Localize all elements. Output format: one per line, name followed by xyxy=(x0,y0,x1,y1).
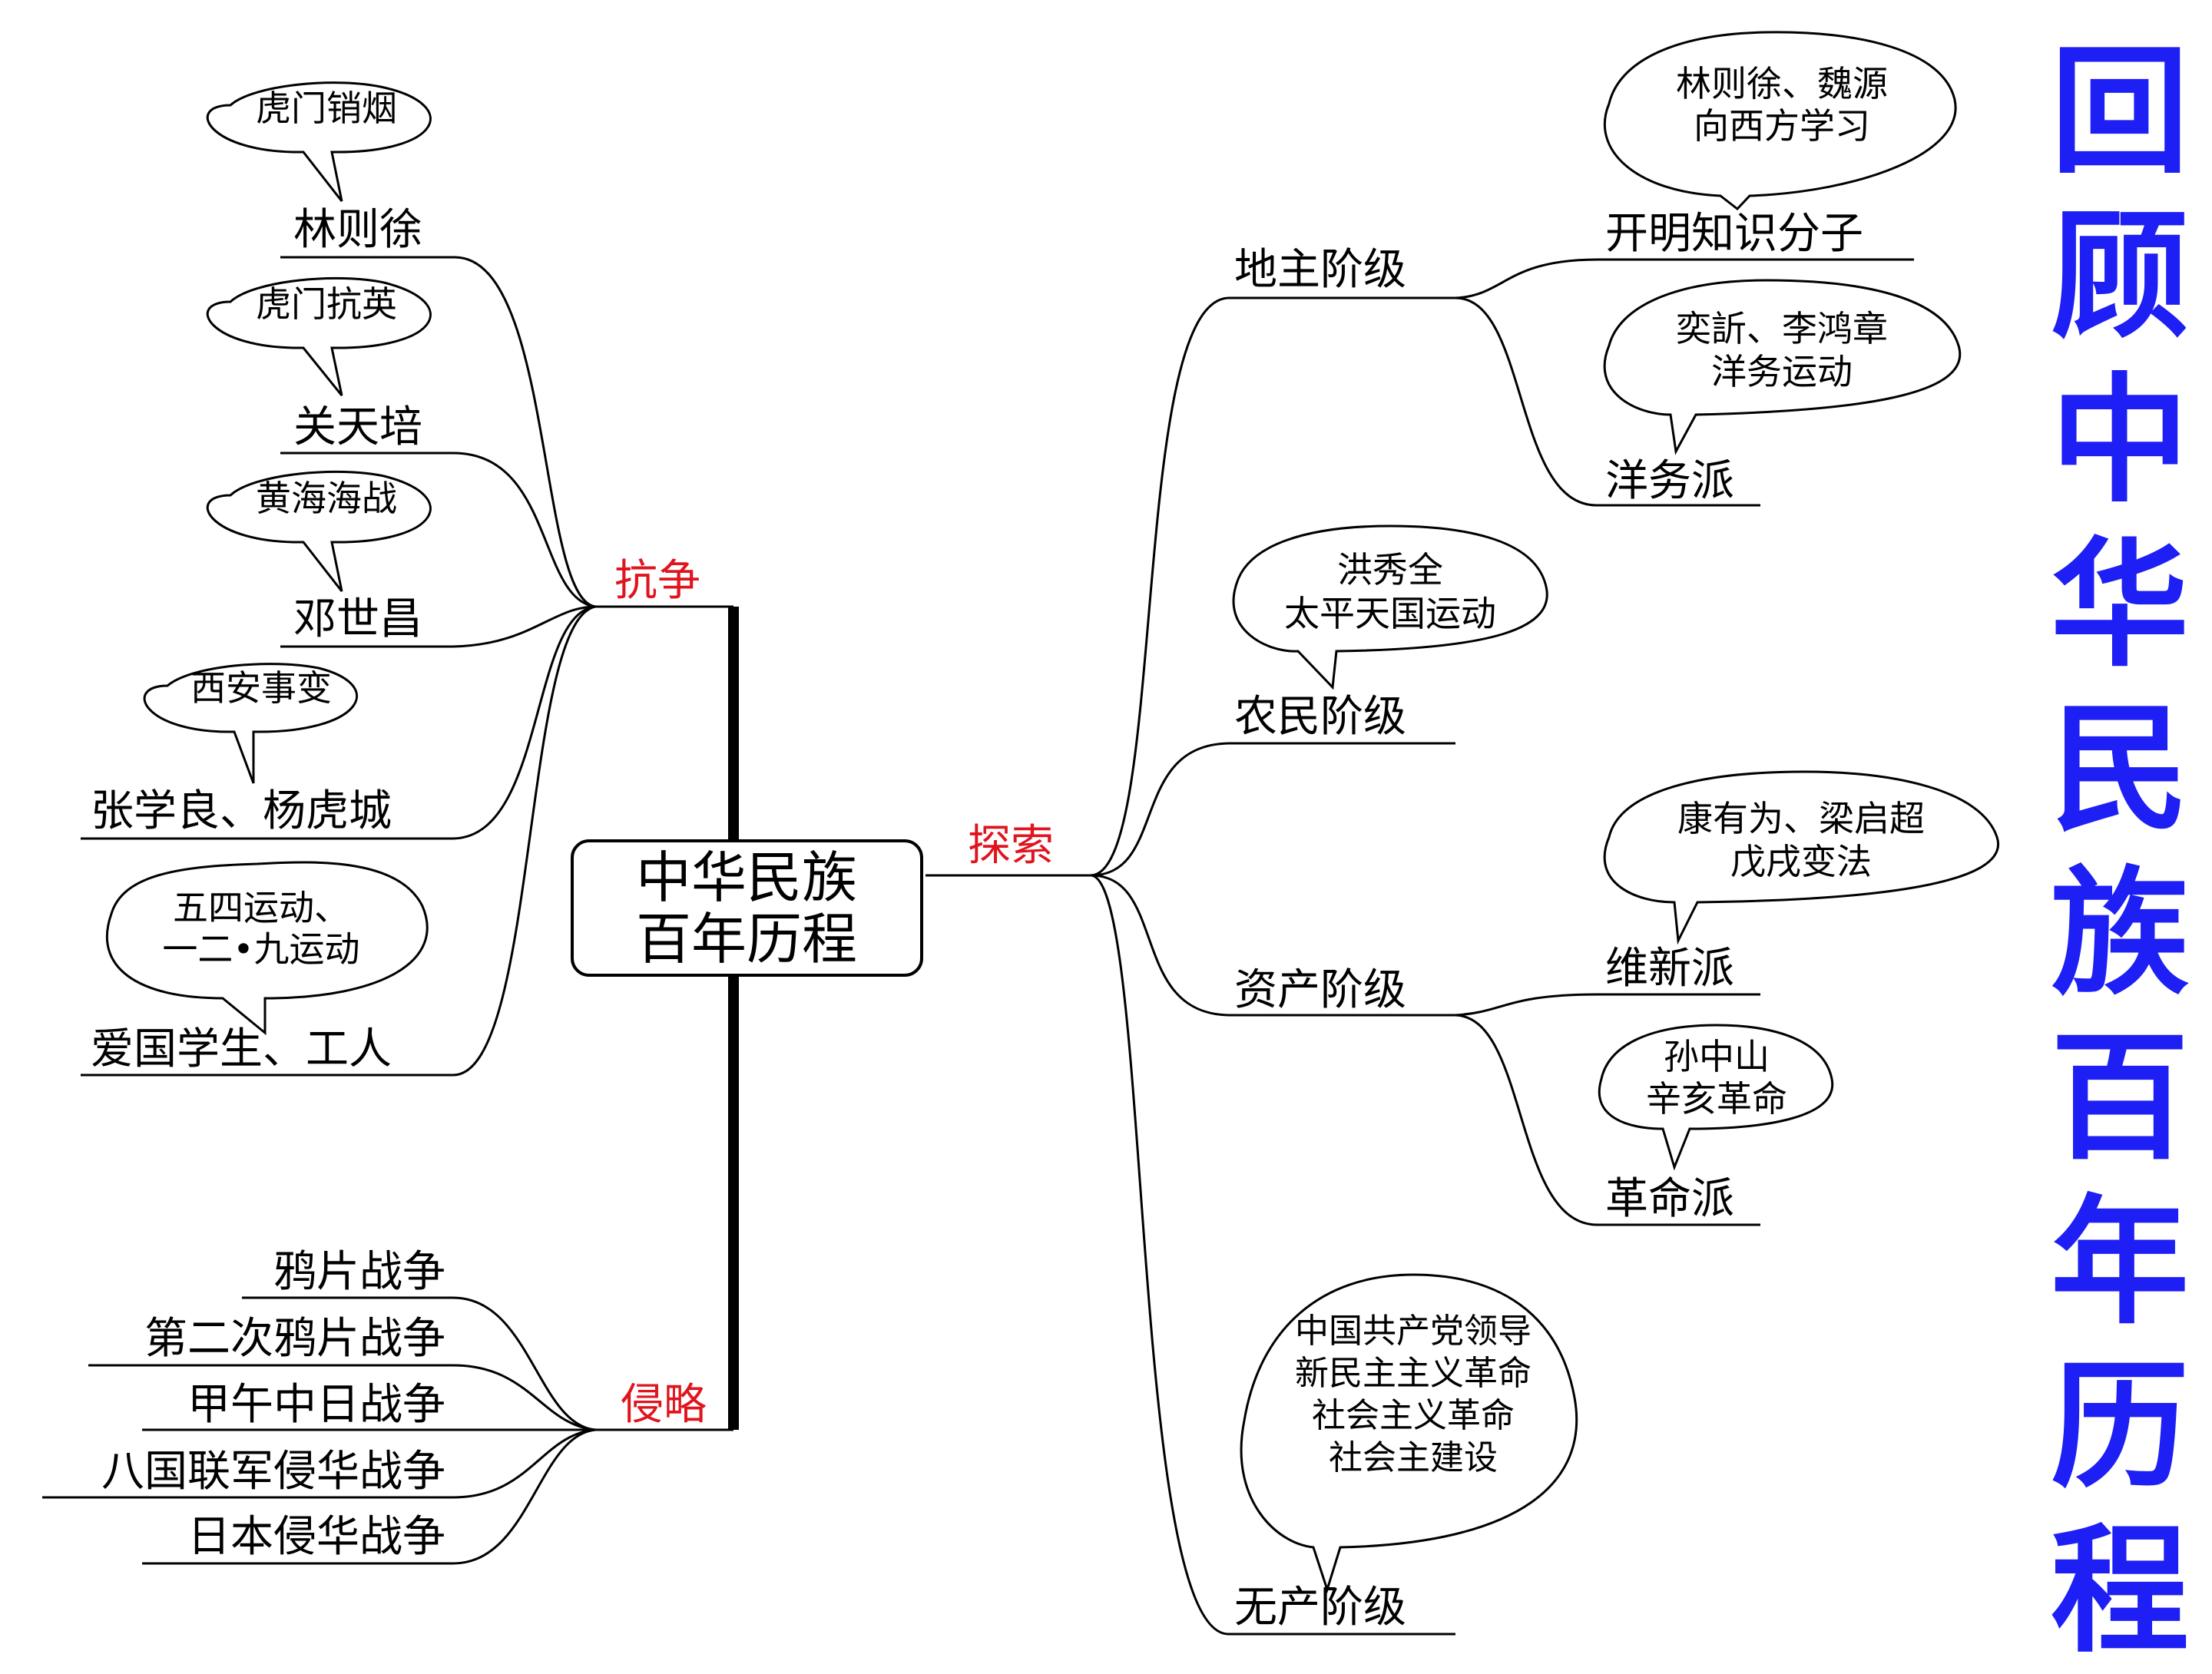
bubble-guan xyxy=(206,276,432,396)
bubble-students-line2: 一二•九运动 xyxy=(162,928,359,970)
aggression-item-0: 鸦片战争 xyxy=(242,1247,453,1299)
center-title-line2: 百年历程 xyxy=(636,907,857,971)
resist-item-deng: 邓世昌 黄海海战 xyxy=(206,470,453,648)
aggression-label-1: 第二次鸦片战争 xyxy=(144,1314,445,1364)
resist-label-students: 爱国学生、工人 xyxy=(91,1024,392,1074)
branch-explore-label: 探索 xyxy=(968,821,1054,871)
page-title-char: 中 xyxy=(2050,361,2189,521)
page-title-char: 年 xyxy=(2050,1183,2189,1343)
bubble-lin xyxy=(206,81,432,202)
peasant-label: 农民阶级 xyxy=(1234,692,1406,742)
resist-label-guan: 关天培 xyxy=(293,402,422,452)
resist-label-zhang: 张学良、杨虎城 xyxy=(91,786,392,836)
reform-label: 维新派 xyxy=(1605,944,1734,994)
bubble-proletariat xyxy=(1240,1273,1578,1593)
bubble-lin-text: 虎门销烟 xyxy=(256,88,397,129)
aggression-curves xyxy=(452,1296,596,1565)
bubble-students-line1: 五四运动、 xyxy=(173,887,349,928)
bourgeois-sub-reform: 维新派 康有为、梁启超 戊戌变法 xyxy=(1598,770,2000,996)
bubble-revolution-line2: 辛亥革命 xyxy=(1646,1078,1787,1120)
page-title-char: 华 xyxy=(2050,525,2189,686)
aggression-item-3: 八国联军侵华战争 xyxy=(42,1447,453,1499)
bubble-enlightened xyxy=(1604,31,1957,211)
page-title-char: 回 xyxy=(2050,32,2189,193)
bubble-enlightened-line1: 林则徐、魏源 xyxy=(1676,63,1888,104)
bourgeois-label: 资产阶级 xyxy=(1234,965,1406,1015)
resist-item-guan: 关天培 虎门抗英 xyxy=(206,276,453,455)
proletariat-label: 无产阶级 xyxy=(1234,1583,1406,1633)
bourgeois-sub-revolution: 革命派 孙中山 辛亥革命 xyxy=(1598,1024,1834,1226)
bubble-zhang-text: 西安事变 xyxy=(190,667,332,709)
aggression-label-0: 鸦片战争 xyxy=(273,1247,445,1297)
enlightened-label: 开明知识分子 xyxy=(1605,209,1863,259)
resist-label-deng: 邓世昌 xyxy=(293,594,422,644)
page-title: 回顾中华民族百年历程 xyxy=(2043,31,2197,1674)
bubble-westernization xyxy=(1603,279,1962,455)
explore-peasant: 农民阶级 洪秀全 太平天国运动 xyxy=(1229,524,1548,745)
page-title-char: 族 xyxy=(2050,854,2189,1014)
resist-item-students: 爱国学生、工人 五四运动、 一二•九运动 xyxy=(81,861,453,1077)
bubble-proletariat-line4: 社会主建设 xyxy=(1329,1438,1498,1477)
aggression-label-2: 甲午中日战争 xyxy=(187,1380,445,1430)
aggression-item-1: 第二次鸦片战争 xyxy=(88,1314,453,1367)
bubble-westernization-line2: 洋务运动 xyxy=(1711,351,1853,392)
bubble-reform-line2: 戊戌变法 xyxy=(1730,841,1872,882)
page-title-char: 民 xyxy=(2050,690,2189,850)
landlord-sub-enlightened: 开明知识分子 林则徐、魏源 向西方学习 xyxy=(1598,31,1957,261)
bubble-proletariat-line1: 中国共产党领导 xyxy=(1295,1312,1532,1351)
bubble-peasant-line1: 洪秀全 xyxy=(1337,549,1443,591)
bubble-enlightened-line2: 向西方学习 xyxy=(1694,105,1870,147)
bubble-revolution xyxy=(1598,1024,1834,1171)
westernization-label: 洋务派 xyxy=(1605,456,1734,506)
aggression-item-4: 日本侵华战争 xyxy=(142,1512,453,1565)
aggression-label-3: 八国联军侵华战争 xyxy=(101,1447,445,1497)
resist-label-lin: 林则徐 xyxy=(293,205,422,255)
page-title-char: 顾 xyxy=(2050,197,2189,357)
center-box xyxy=(571,839,923,977)
landlord-label: 地主阶级 xyxy=(1234,245,1406,295)
revolution-label: 革命派 xyxy=(1605,1174,1734,1224)
page-title-char: 历 xyxy=(2050,1347,2189,1507)
resist-item-lin: 林则徐 虎门销烟 xyxy=(206,81,453,259)
resist-curves xyxy=(452,256,596,1077)
bubble-students xyxy=(106,861,429,1036)
bubble-reform-line1: 康有为、梁启超 xyxy=(1677,798,1925,839)
bubble-reform xyxy=(1603,770,2000,945)
explore-landlord: 地主阶级 xyxy=(1229,245,1455,299)
center-title-line1: 中华民族 xyxy=(636,845,857,910)
bubble-deng xyxy=(206,470,432,592)
bubble-guan-text: 虎门抗英 xyxy=(256,283,397,325)
page-title-char: 百 xyxy=(2050,1018,2189,1179)
landlord-sub-westernization: 洋务派 奕訢、李鸿章 洋务运动 xyxy=(1598,279,1962,507)
bubble-peasant-line2: 太平天国运动 xyxy=(1284,593,1496,634)
explore-bourgeois: 资产阶级 xyxy=(1229,965,1455,1017)
bubble-proletariat-line2: 新民主主义革命 xyxy=(1295,1354,1532,1393)
explore-proletariat: 无产阶级 中国共产党领导 新民主主义革命 社会主义革命 社会主建设 xyxy=(1229,1273,1578,1636)
bubble-zhang xyxy=(143,663,358,784)
aggression-item-2: 甲午中日战争 xyxy=(142,1380,453,1431)
bubble-westernization-line1: 奕訢、李鸿章 xyxy=(1676,308,1888,349)
bubble-deng-text: 黄海海战 xyxy=(256,478,397,519)
page-title-char: 程 xyxy=(2050,1511,2189,1672)
bubble-peasant xyxy=(1232,524,1548,690)
resist-item-zhang: 张学良、杨虎城 西安事变 xyxy=(81,663,453,840)
center-node: 中华民族 百年历程 xyxy=(571,839,923,977)
bubble-revolution-line1: 孙中山 xyxy=(1664,1036,1770,1077)
branch-aggression-label: 侵略 xyxy=(621,1380,707,1430)
branch-resist-label: 抗争 xyxy=(614,556,700,606)
aggression-label-4: 日本侵华战争 xyxy=(187,1512,445,1562)
explore-curves xyxy=(1090,258,1598,1636)
bubble-proletariat-line3: 社会主义革命 xyxy=(1312,1396,1515,1435)
